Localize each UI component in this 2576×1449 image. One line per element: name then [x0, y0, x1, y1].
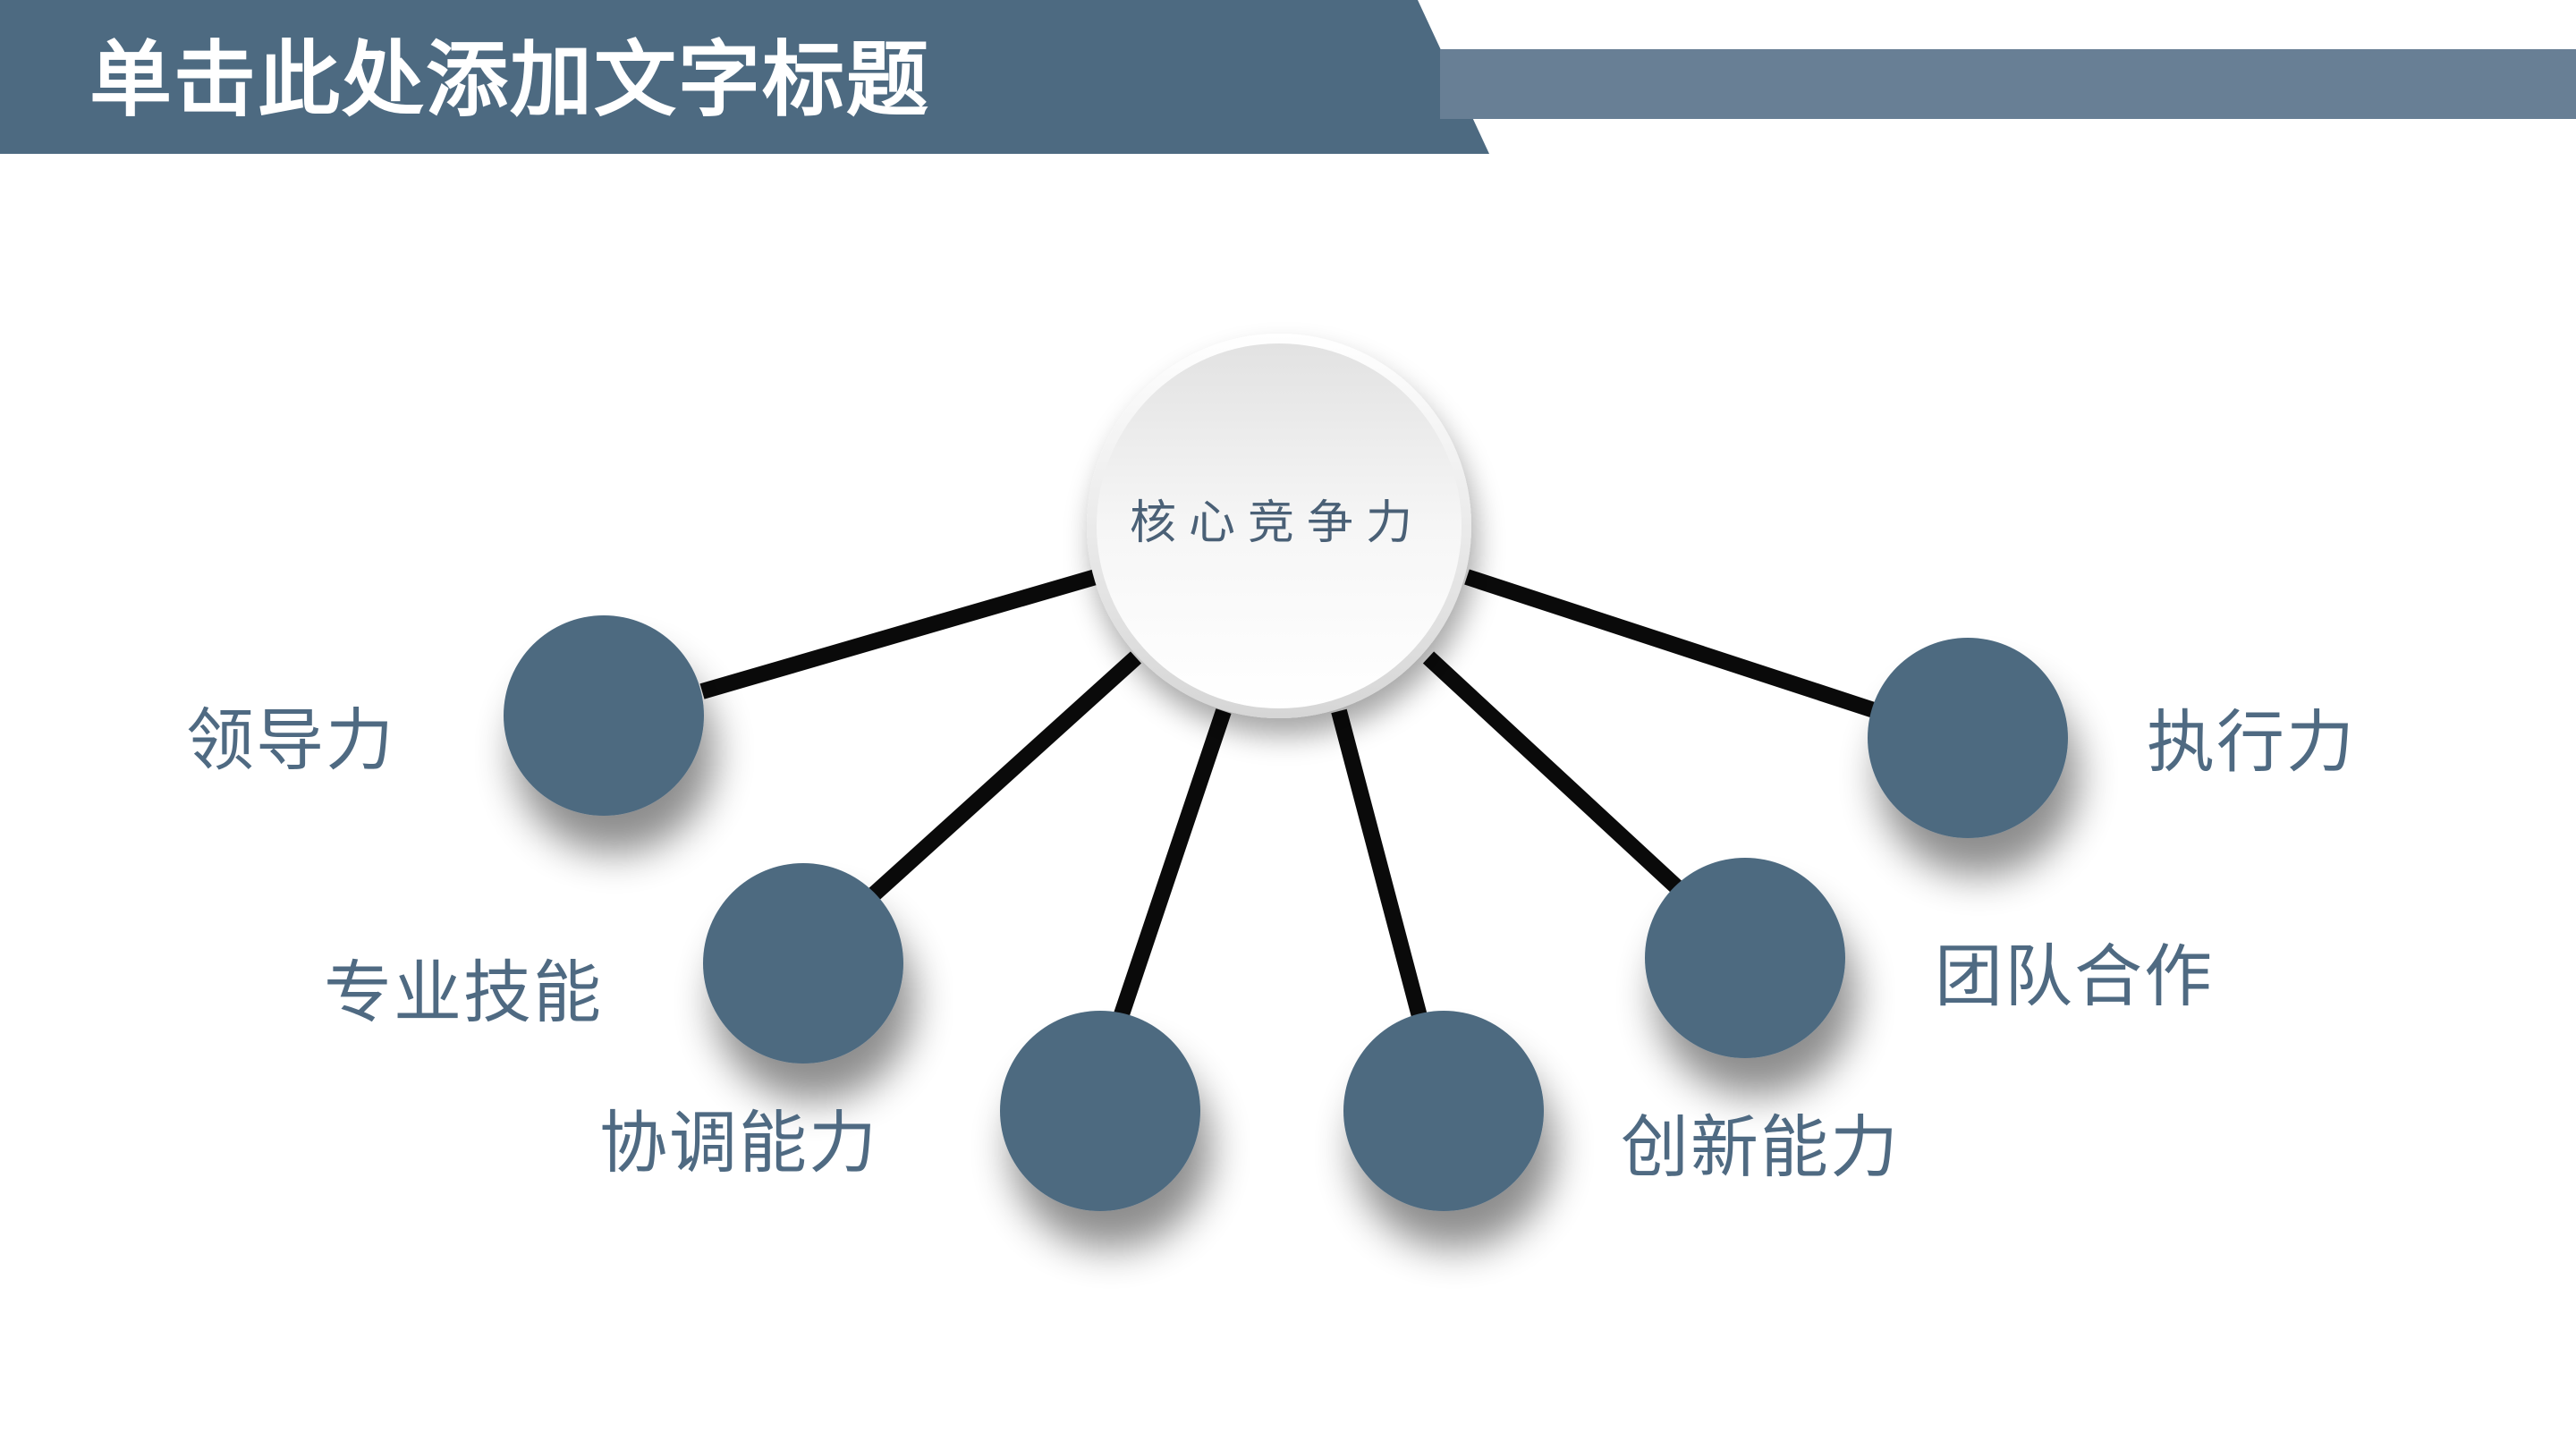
node-coordination: [1000, 1011, 1200, 1211]
header-stripe: [1440, 49, 2576, 119]
node-execution: [1868, 638, 2068, 838]
node-teamwork: [1645, 858, 1845, 1058]
connector-coordination: [1112, 708, 1232, 1022]
center-node: [1087, 334, 1471, 718]
header-band: [0, 0, 1489, 154]
node-leadership: [504, 615, 704, 816]
label-professional-skills: 专业技能: [324, 953, 603, 1032]
connector-innovation: [1331, 708, 1428, 1022]
connector-leadership: [699, 569, 1098, 699]
connector-execution: [1464, 569, 1879, 719]
label-teamwork: 团队合作: [1935, 936, 2214, 1016]
outer-nodes: [504, 615, 2068, 1211]
connector-professional-skills: [860, 651, 1142, 908]
label-leadership: 领导力: [186, 700, 395, 780]
center-label: 核心竞争力: [1129, 496, 1425, 550]
connector-teamwork: [1422, 651, 1686, 896]
node-professional-skills: [703, 863, 903, 1063]
label-execution: 执行力: [2147, 702, 2356, 782]
connectors: [699, 569, 1879, 1022]
label-innovation: 创新能力: [1621, 1107, 1900, 1187]
node-innovation: [1343, 1011, 1544, 1211]
label-coordination: 协调能力: [599, 1103, 878, 1182]
page-title: 单击此处添加文字标题: [89, 32, 931, 128]
